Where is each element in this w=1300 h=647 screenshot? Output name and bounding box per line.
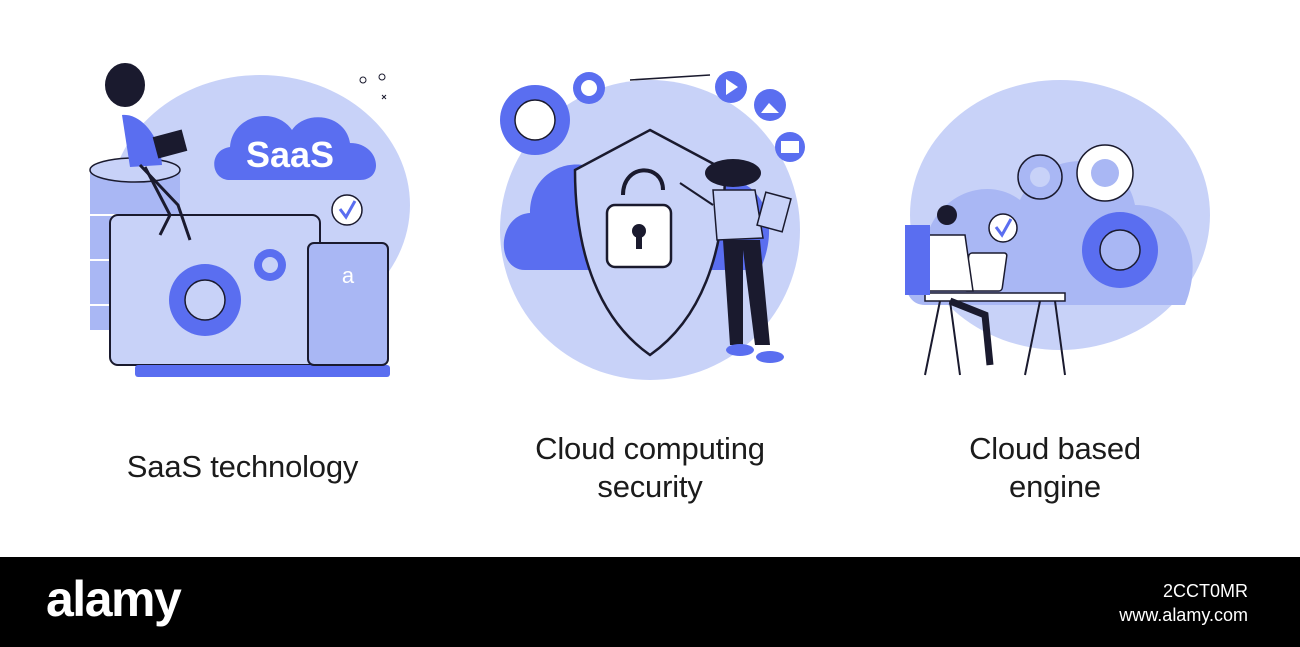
- gear-icon: [1017, 154, 1063, 200]
- padlock-icon: [605, 168, 673, 269]
- alamy-logo[interactable]: alamy: [46, 571, 182, 627]
- small-gear-icon: [254, 249, 286, 281]
- panel-cloud-based-engine: Cloud based engine: [895, 0, 1215, 557]
- image-id-block: 2CCT0MR www.alamy.com: [1119, 579, 1248, 627]
- image-id: 2CCT0MR: [1162, 581, 1248, 601]
- person-figure: [905, 205, 994, 366]
- small-gear-icon: [573, 72, 605, 104]
- site-url[interactable]: www.alamy.com: [1119, 605, 1248, 625]
- arrow-line: [629, 74, 711, 81]
- gear-icon: [169, 264, 241, 336]
- panel-saas-technology: SaaS a: [70, 0, 415, 557]
- sparkle-icon: [359, 73, 387, 100]
- image-icon: [754, 89, 786, 121]
- gear-icon-3: [1082, 212, 1158, 288]
- mail-icon: [775, 132, 805, 162]
- caption-saas-technology: SaaS technology: [126, 449, 359, 484]
- gear-icon: [500, 85, 570, 155]
- panel-cloud-computing-security: Cloud computing security: [485, 0, 815, 557]
- saas-cloud-text: SaaS: [246, 134, 334, 175]
- caption-cloud-based-engine: Cloud based engine: [969, 431, 1141, 504]
- check-icon: [331, 194, 363, 226]
- play-icon: [715, 71, 747, 103]
- person-figure: [105, 63, 192, 241]
- check-icon: [988, 213, 1018, 243]
- caption-cloud-computing-security: Cloud computing security: [535, 431, 765, 504]
- footer-bar: alamy 2CCT0MR www.alamy.com: [0, 557, 1300, 647]
- cloud-security-illustration: [500, 71, 805, 380]
- person-figure: [679, 159, 792, 363]
- saas-technology-illustration: SaaS a: [89, 63, 410, 377]
- cloud-icon: SaaS: [214, 115, 377, 180]
- cloud-engine-illustration: [905, 80, 1210, 376]
- tablet-icon: a: [307, 242, 389, 366]
- desk-icon: [924, 292, 1066, 376]
- tablet-letter: a: [342, 263, 355, 288]
- gear-icon-2: [1076, 144, 1134, 202]
